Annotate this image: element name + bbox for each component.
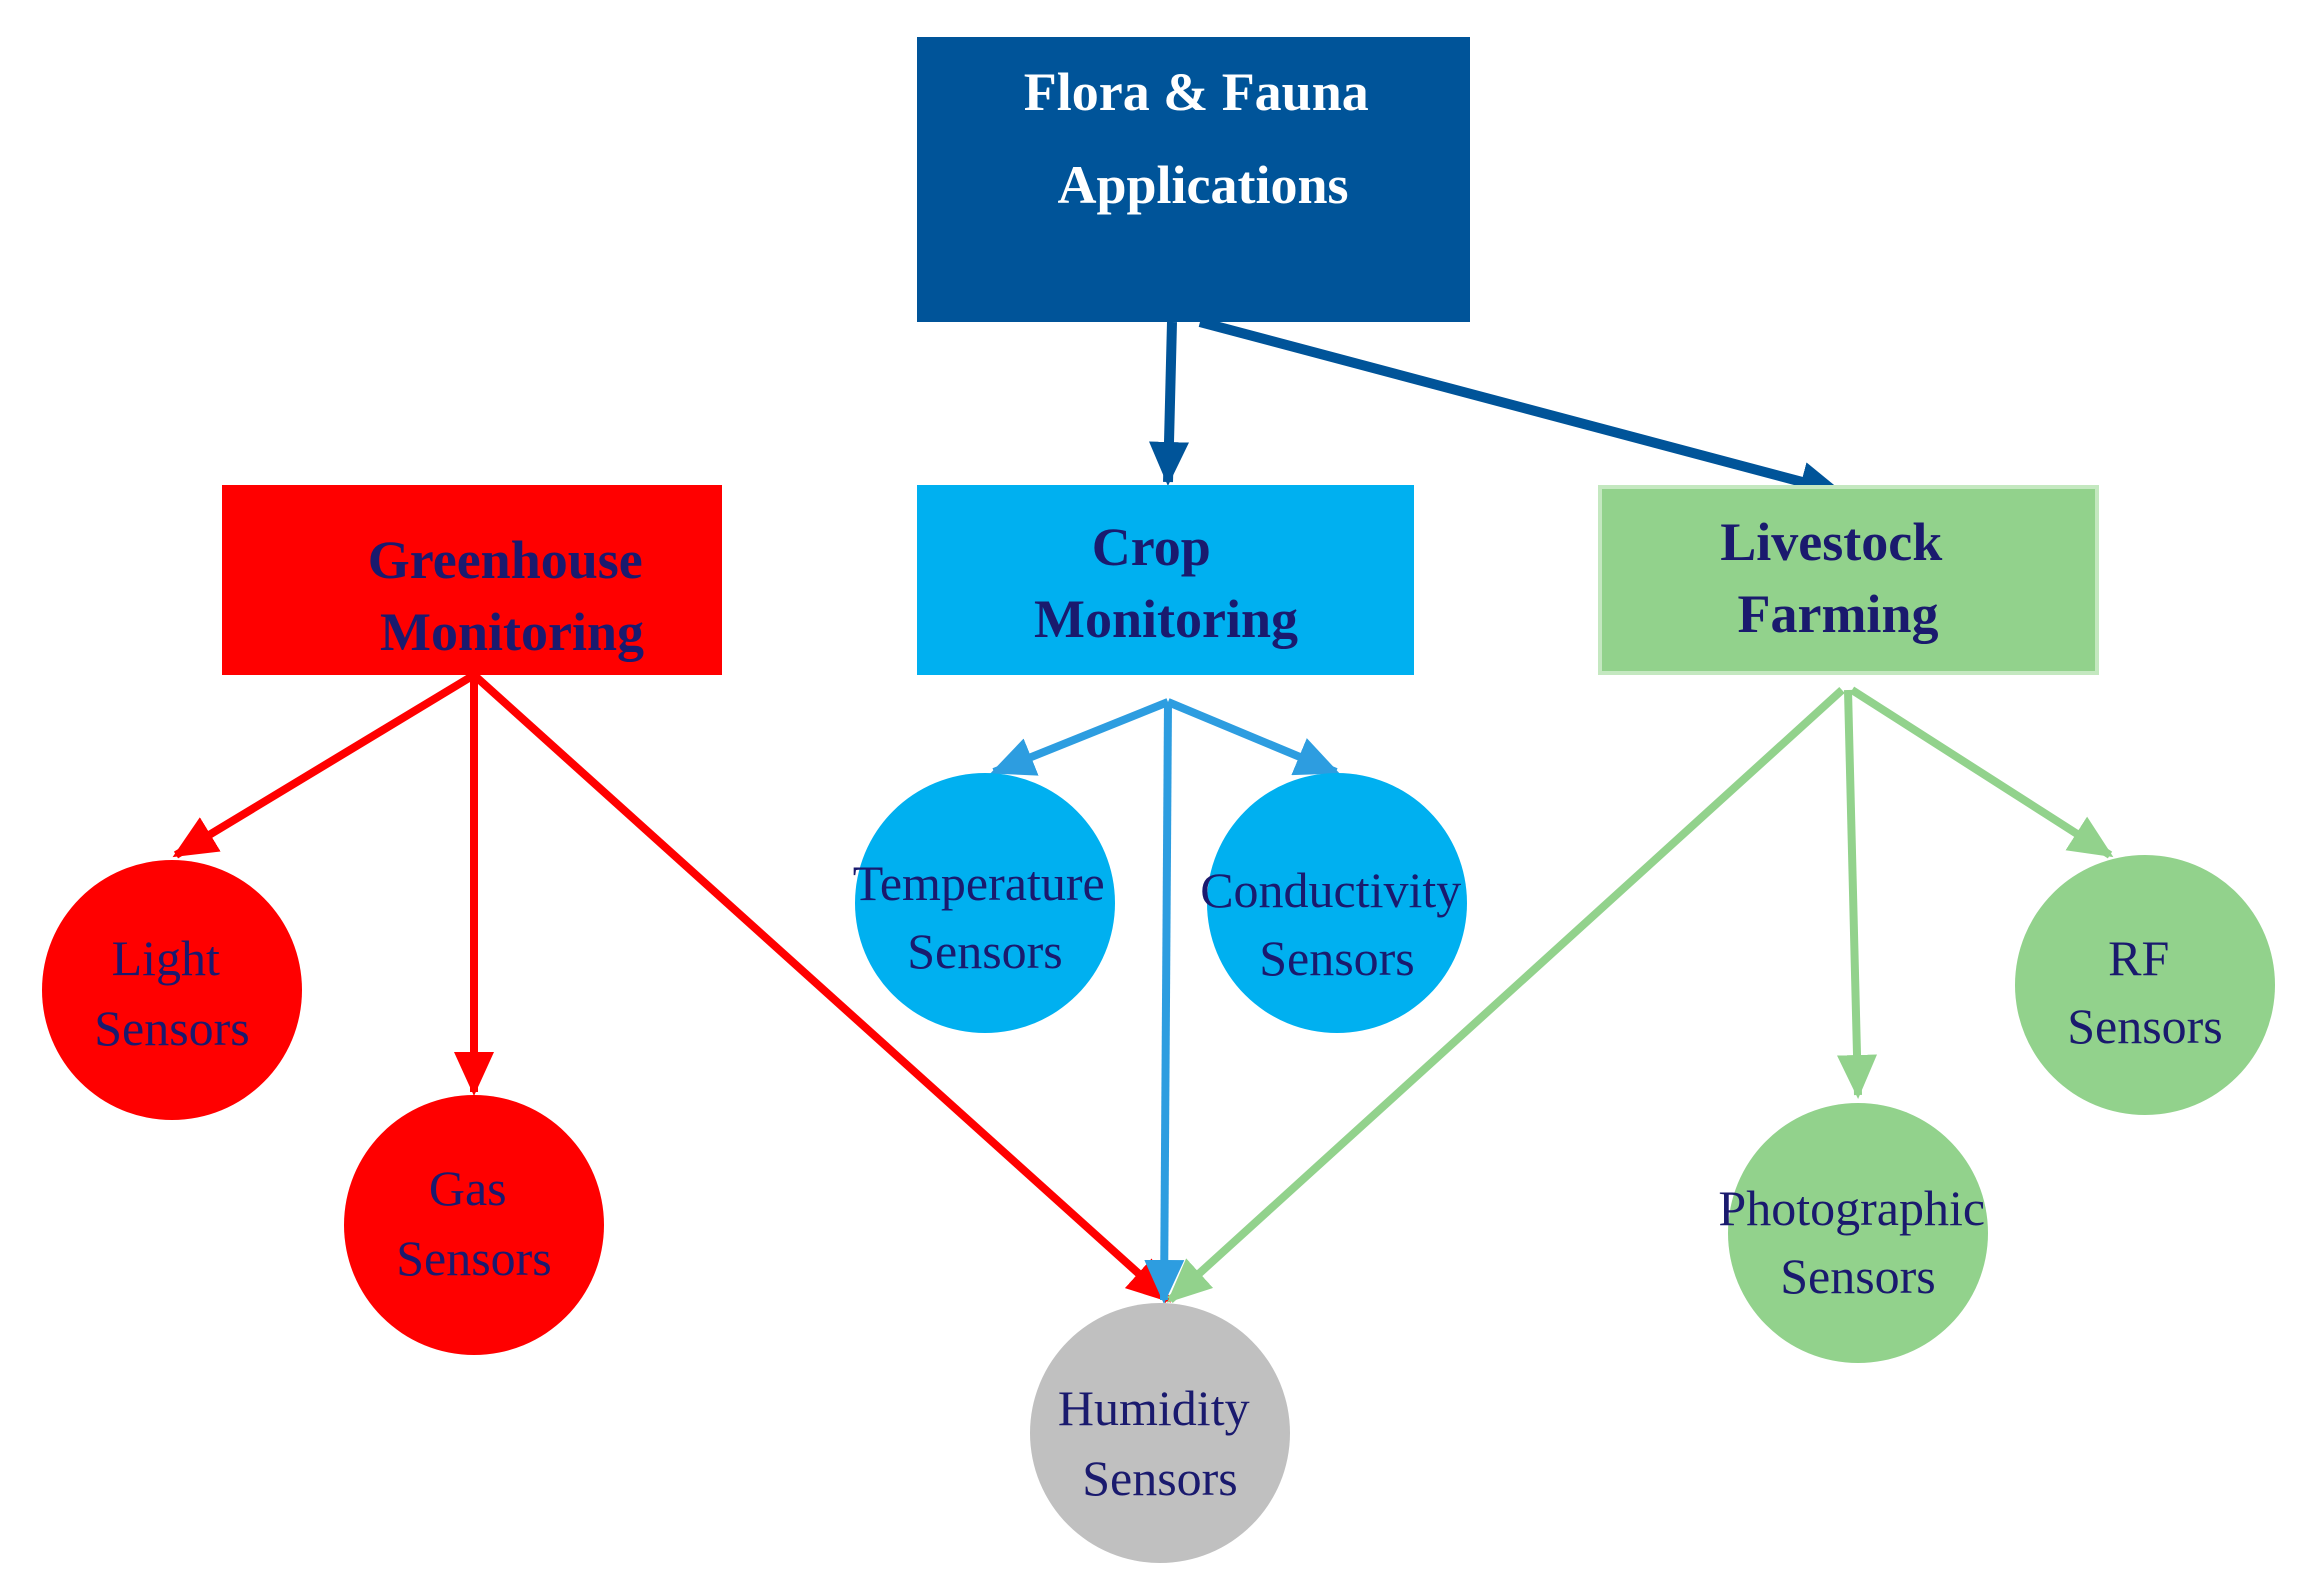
temperature-sensors-circle [855,773,1115,1033]
arrow-greenhouse-to-humidity [471,672,1171,1303]
gas-sensors-circle [344,1095,604,1355]
gas-sensors-label: Gas Sensors [396,1160,552,1286]
rf-sensors-circle [2015,855,2275,1115]
rf-sensors-node: RF Sensors [2015,855,2275,1115]
photographic-sensors-circle [1728,1103,1988,1363]
rf-sensors-label-line-2: Sensors [2067,998,2223,1054]
greenhouse-label-line-1: Greenhouse [368,530,643,590]
temperature-sensors-node: Temperature Sensors [853,773,1117,1033]
gas-sensors-label-line-1: Gas [429,1160,507,1216]
arrow-root-to-livestock [1198,317,1844,502]
root-label-line-1: Flora & Fauna [1024,62,1369,122]
crop-label-line-1: Crop [1092,517,1211,577]
arrow-livestock-to-photographic [1837,689,1878,1099]
light-sensors-circle [42,860,302,1120]
greenhouse-label: Greenhouse Monitoring [368,530,657,662]
crop-label: Crop Monitoring [1034,517,1298,649]
greenhouse-monitoring-node: Greenhouse Monitoring [222,485,722,675]
humidity-sensors-circle [1030,1303,1290,1563]
arrow-livestock-to-rf [1849,686,2114,859]
gas-sensors-node: Gas Sensors [344,1095,604,1355]
temperature-sensors-label-line-2: Sensors [907,923,1063,979]
humidity-sensors-label: Humidity Sensors [1058,1380,1262,1506]
gas-sensors-label-line-2: Sensors [396,1230,552,1286]
humidity-sensors-label-line-1: Humidity [1058,1380,1250,1436]
livestock-label-line-2: Farming [1738,584,1939,644]
crop-monitoring-node: Crop Monitoring [917,485,1414,675]
light-sensors-label-line-1: Light [112,930,220,986]
greenhouse-box [222,485,722,675]
rf-sensors-label-line-1: RF [2108,930,2169,986]
arrow-crop-to-conductivity [1166,698,1340,776]
conductivity-sensors-label-line-1: Conductivity [1200,862,1461,918]
light-sensors-node: Light Sensors [42,860,302,1120]
conductivity-sensors-node: Conductivity Sensors [1200,773,1474,1033]
photographic-sensors-label: Photographic Sensors [1718,1180,1997,1304]
root-label-line-2: Applications [1057,155,1348,215]
photographic-sensors-node: Photographic Sensors [1718,1103,1997,1363]
livestock-label-line-1: Livestock [1720,512,1942,572]
humidity-sensors-label-line-2: Sensors [1082,1450,1238,1506]
livestock-label: Livestock Farming [1720,512,1956,644]
arrow-livestock-to-humidity [1167,687,1845,1303]
light-sensors-label-line-2: Sensors [94,1000,250,1056]
light-sensors-label: Light Sensors [94,930,250,1056]
arrow-greenhouse-to-light [172,671,477,859]
arrow-crop-to-temperature [990,698,1170,776]
photographic-sensors-label-line-2: Sensors [1780,1248,1936,1304]
crop-box [917,485,1414,675]
arrow-root-to-crop [1149,321,1189,486]
conductivity-sensors-label-line-2: Sensors [1259,930,1415,986]
conductivity-sensors-circle [1207,773,1467,1033]
conductivity-sensors-label: Conductivity Sensors [1200,862,1474,986]
crop-label-line-2: Monitoring [1034,589,1298,649]
livestock-farming-node: Livestock Farming [1598,485,2099,675]
photographic-sensors-label-line-1: Photographic [1718,1180,1985,1236]
temperature-sensors-label-line-1: Temperature [853,855,1105,911]
livestock-box [1598,485,2099,675]
temperature-sensors-label: Temperature Sensors [853,855,1117,979]
humidity-sensors-node: Humidity Sensors [1030,1303,1290,1563]
greenhouse-label-line-2: Monitoring [380,602,644,662]
arrow-crop-to-humidity [1144,701,1185,1304]
root-label: Flora & Fauna Applications [1024,62,1383,215]
root-box [917,37,1470,322]
root-node: Flora & Fauna Applications [917,37,1470,322]
rf-sensors-label: RF Sensors [2067,930,2223,1054]
